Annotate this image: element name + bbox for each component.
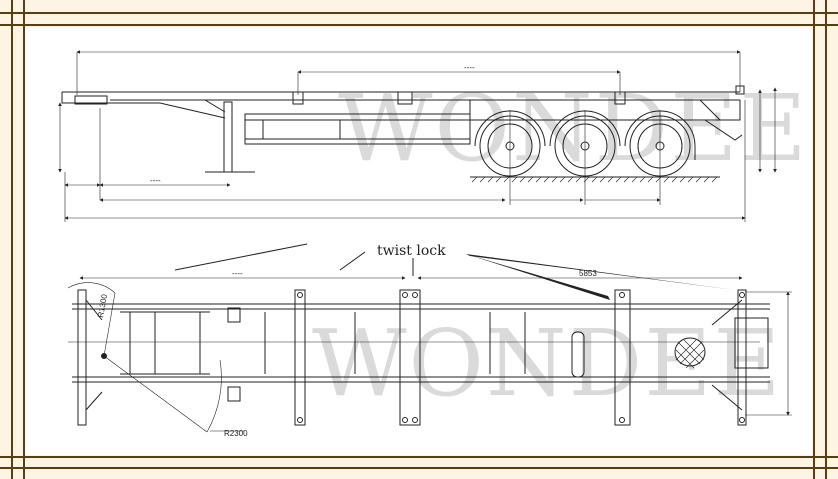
twist-lock-callout: twist lock — [377, 243, 446, 259]
watermark-bottom: WONDEE — [312, 310, 783, 417]
container-span-label: ---- — [464, 63, 475, 72]
air-tank — [571, 331, 585, 378]
radius-front-label: R1300 — [96, 293, 109, 318]
side-view: ---- ---- — [58, 50, 777, 222]
plan-view: twist lock ---- 5853 — [67, 243, 792, 438]
kingpin-leg-label: ---- — [150, 176, 161, 185]
watermark-top: WONDEE — [338, 75, 809, 182]
spare-wheel-mesh — [674, 337, 706, 367]
rear-span-label: 5853 — [579, 269, 597, 278]
front-span-label: ---- — [232, 269, 243, 278]
radius-swing-label: R2300 — [224, 429, 248, 438]
